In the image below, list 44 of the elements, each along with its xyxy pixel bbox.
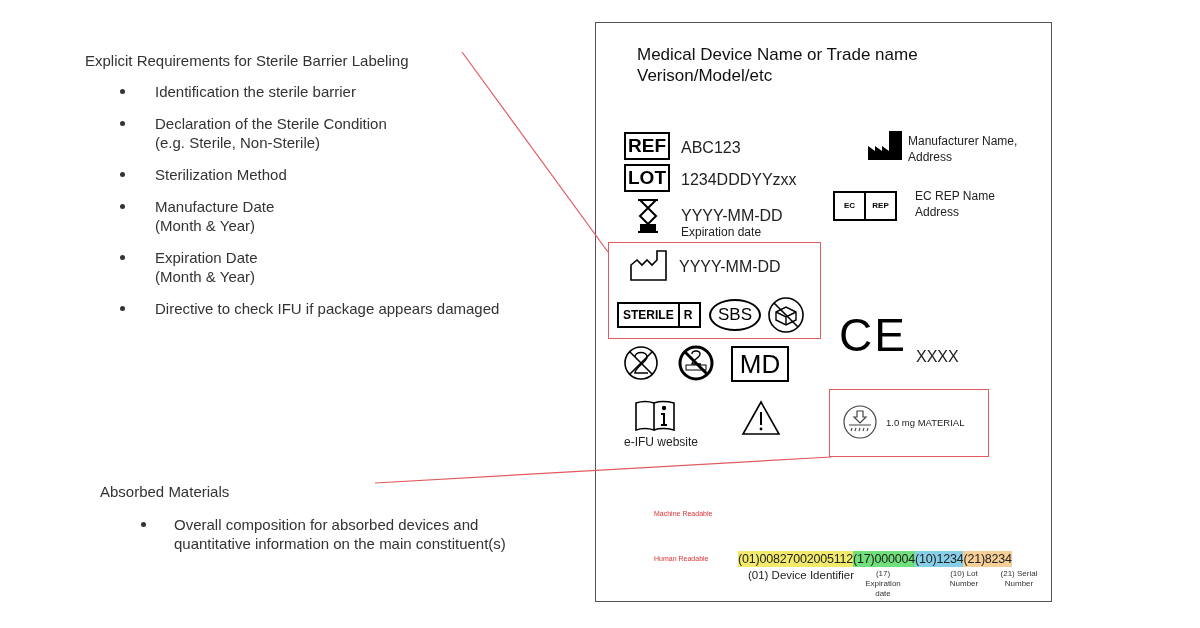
barcode-digits: (21)8234 bbox=[963, 551, 1012, 567]
highlight-frame bbox=[608, 242, 821, 339]
barcode-digits: (10)1234 bbox=[915, 551, 964, 567]
manufacture-date-value: YYYY-MM-DD bbox=[679, 257, 781, 277]
section-heading: Absorbed Materials bbox=[100, 483, 231, 501]
symbol-text: EC bbox=[835, 193, 866, 219]
ai-caption: (21) Serial Number bbox=[999, 569, 1039, 589]
bullet-text: Manufacture Date (Month & Year) bbox=[155, 197, 276, 235]
reference-symbol: REF bbox=[624, 132, 670, 160]
symbol-text: REP bbox=[871, 200, 890, 212]
bullet-text: Identification the sterile barrier bbox=[155, 82, 357, 101]
bullet-text: Declaration of the Sterile Condition (e.g. Sterile, Non-Sterile) bbox=[155, 114, 388, 152]
notified-body-number: XXXX bbox=[916, 347, 959, 367]
highlight-frame bbox=[829, 389, 989, 457]
bullet-text: Directive to check IFU if package appears damaged bbox=[155, 299, 501, 318]
symbol-text: R bbox=[682, 307, 694, 324]
bullet-text: Overall composition for absorbed devices and quantitative information on the main constituent(s) bbox=[174, 515, 507, 553]
section-heading: Explicit Requirements for Sterile Barrier Labeling bbox=[85, 52, 410, 70]
ai-caption: (17) Expiration date bbox=[864, 569, 902, 599]
leader-line bbox=[374, 456, 832, 484]
label-card bbox=[595, 22, 1052, 602]
ce-mark: CE bbox=[839, 309, 907, 361]
medical-device-symbol: MD bbox=[731, 346, 789, 382]
barcode-digits: (17)000004 bbox=[853, 551, 915, 567]
symbol-text: STERILE bbox=[619, 304, 680, 326]
leader-line bbox=[461, 51, 609, 253]
material-amount: 1.0 mg MATERIAL bbox=[886, 416, 965, 430]
sterile-symbol bbox=[617, 302, 701, 328]
expiration-date-value: YYYY-MM-DD bbox=[681, 206, 783, 226]
ai-caption: (10) Lot Number bbox=[948, 569, 980, 589]
expiration-date-caption: Expiration date bbox=[681, 224, 762, 241]
ec-rep-text: EC REP Name Address bbox=[915, 188, 996, 220]
authorized-representative-symbol bbox=[833, 191, 897, 221]
sterile-barrier-symbol: SBS bbox=[709, 299, 761, 331]
ai-caption: (01) Device Identifier bbox=[746, 569, 856, 582]
bullet-text: Expiration Date (Month & Year) bbox=[155, 248, 259, 286]
lot-number: 1234DDDYYzxx bbox=[681, 170, 797, 190]
product-version: Verison/Model/etc bbox=[637, 65, 773, 87]
manufacturer-text: Manufacturer Name, Address bbox=[908, 133, 1019, 165]
reference-number: ABC123 bbox=[681, 138, 741, 158]
bullet-text: Sterilization Method bbox=[155, 165, 288, 184]
product-title: Medical Device Name or Trade name bbox=[637, 44, 918, 66]
e-ifu-caption: e-IFU website bbox=[624, 434, 699, 451]
lot-symbol: LOT bbox=[624, 164, 670, 192]
